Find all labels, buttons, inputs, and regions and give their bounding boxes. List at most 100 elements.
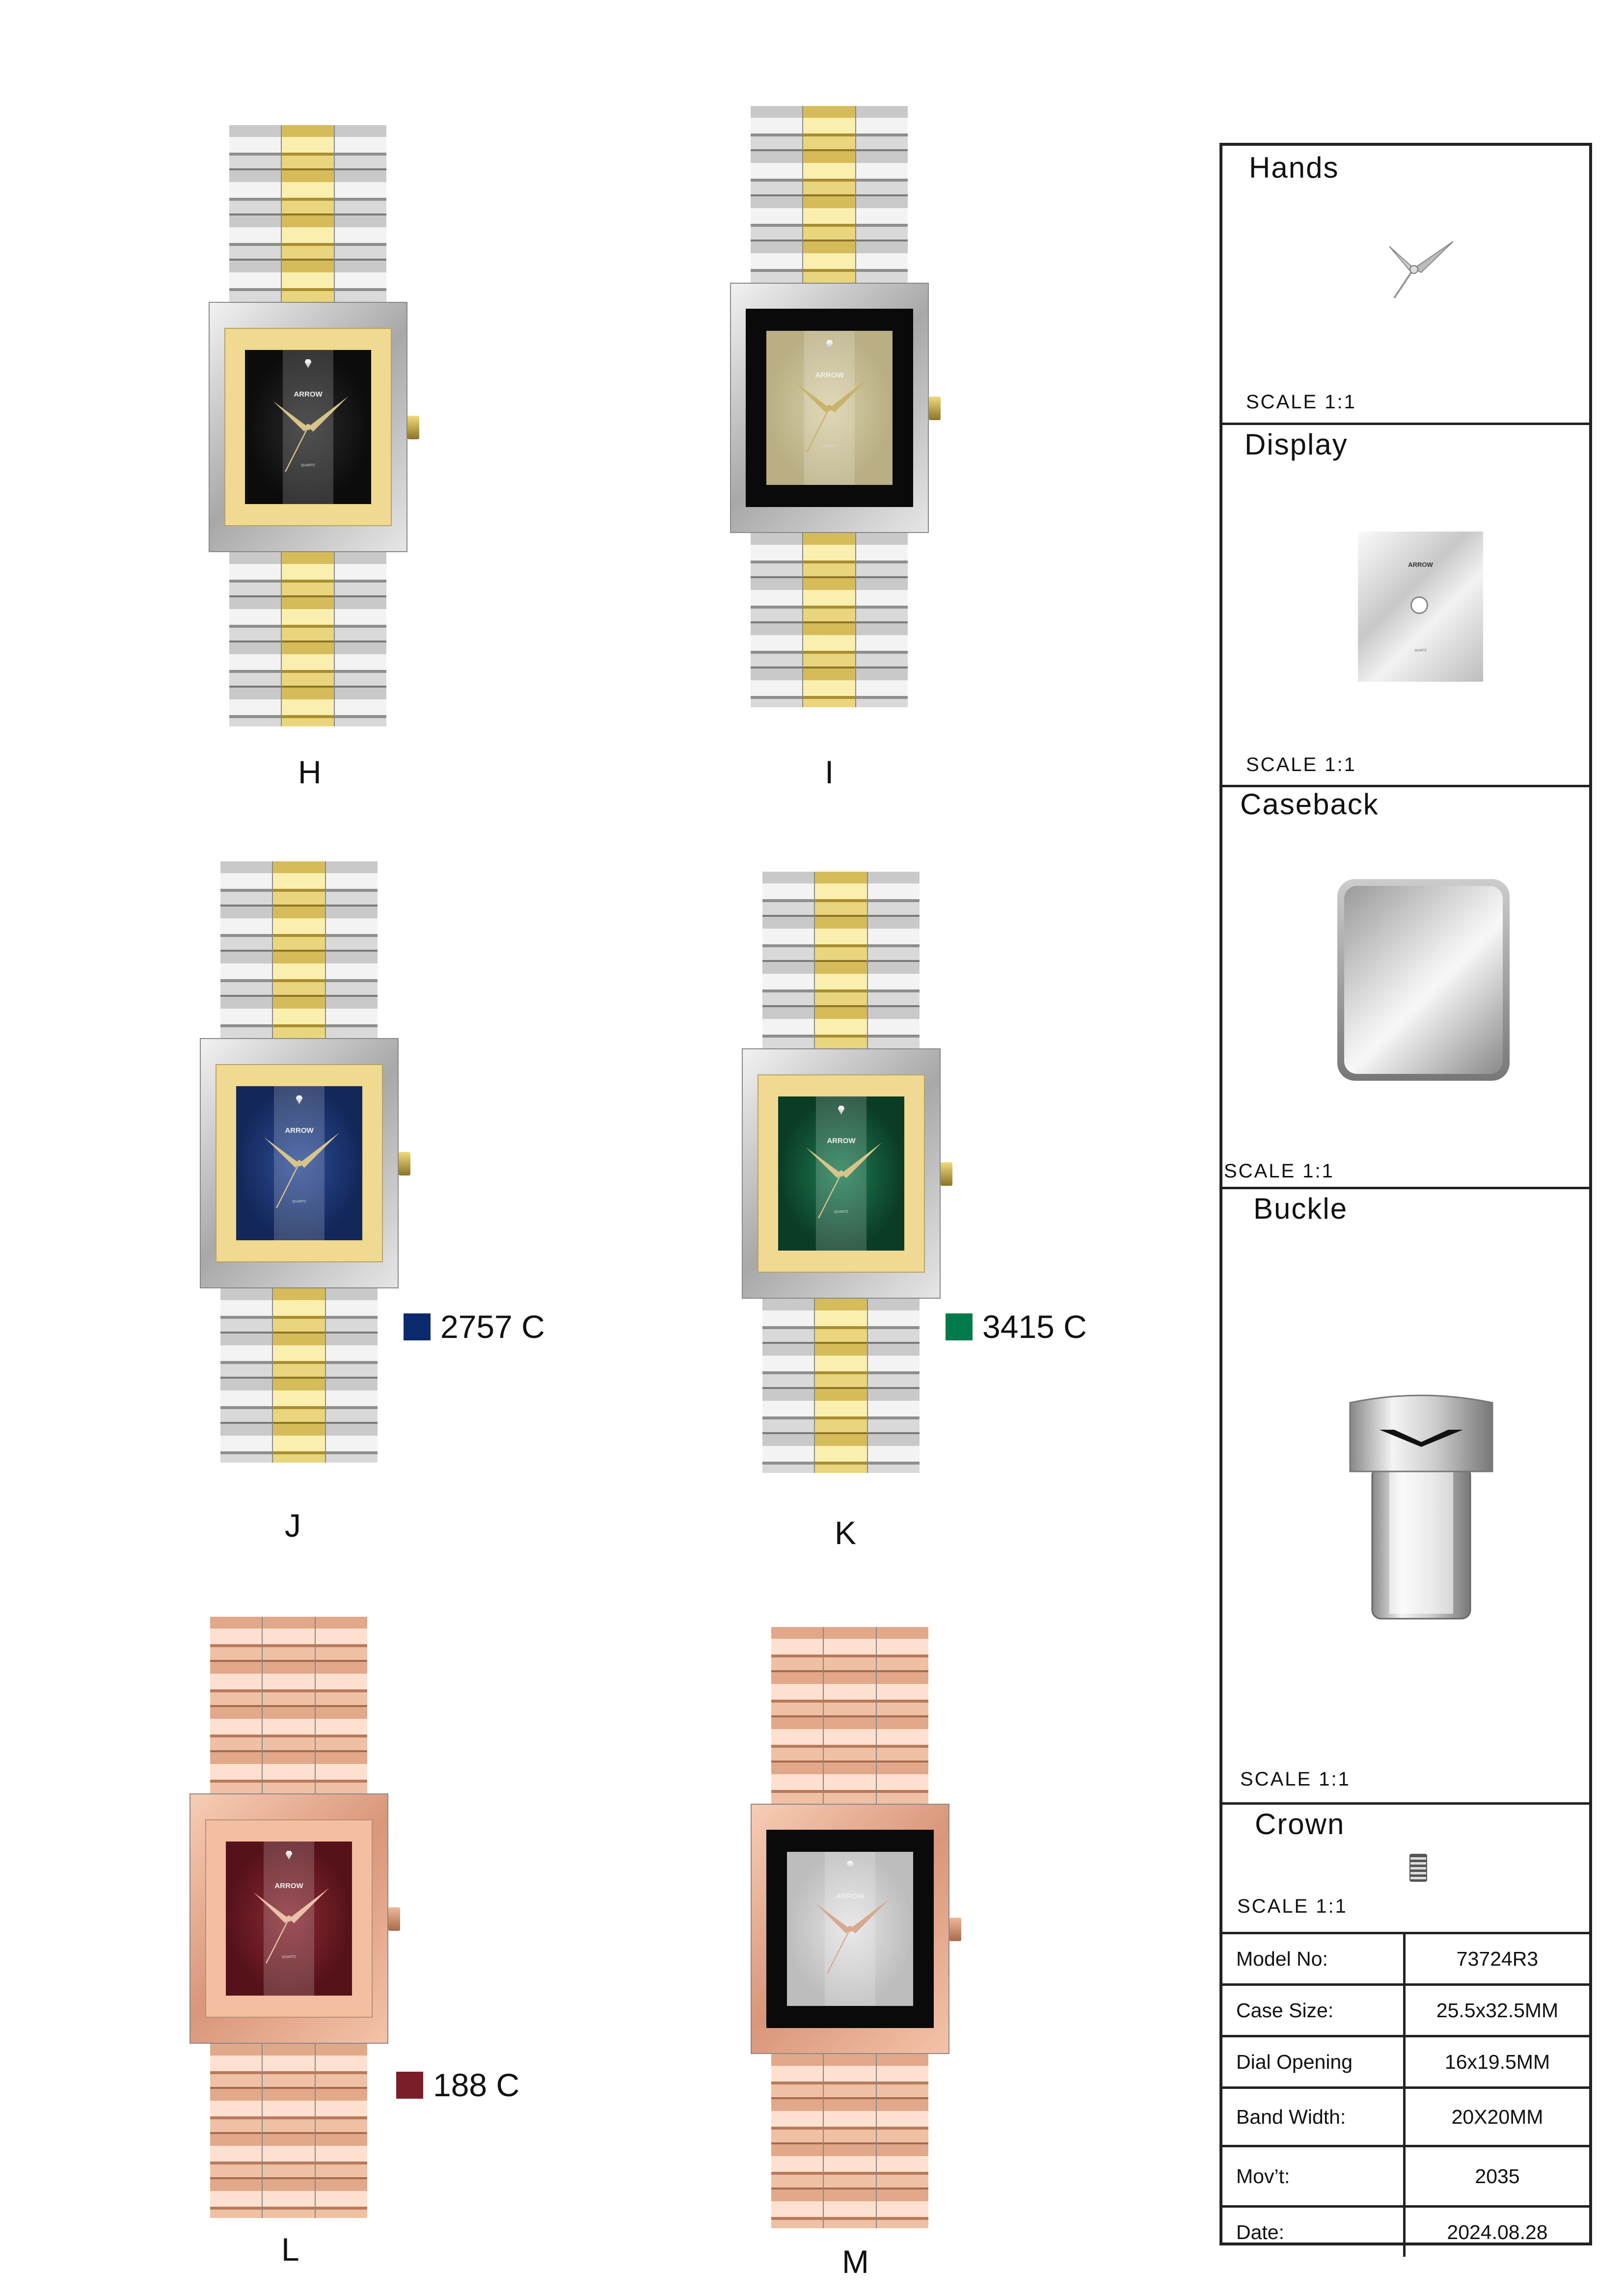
dial-text: QUARTZ (843, 1966, 857, 1970)
dial-brand: ARROW (294, 390, 323, 399)
watch-case: ARROW QUARTZ (200, 1038, 410, 1288)
scale-label: SCALE 1:1 (1246, 391, 1356, 413)
pantone-swatch-blue: 2757 C (404, 1308, 545, 1345)
watch-l: ARROW QUARTZ (189, 1617, 400, 2218)
dial-text: QUARTZ (301, 464, 315, 468)
spec-value: 2035 (1404, 2145, 1589, 2207)
bracelet-top (762, 872, 920, 1048)
watch-case: ARROW QUARTZ (730, 283, 941, 533)
spec-value: 20X20MM (1404, 2086, 1589, 2146)
dial-text: QUARTZ (1414, 649, 1427, 652)
buckle-icon (1349, 1394, 1493, 1620)
bracelet-top (771, 1627, 928, 1804)
dial-brand: ARROW (827, 1136, 856, 1145)
watch-crown (407, 416, 419, 439)
spec-table: Model No:73724R3 Case Size:25.5x32.5MM D… (1222, 1932, 1589, 2257)
watch-dial: ARROW QUARTZ (236, 1086, 362, 1240)
spec-value: 73724R3 (1404, 1932, 1589, 1985)
dial-frame: ARROW QUARTZ (766, 1830, 934, 2028)
scale-label: SCALE 1:1 (1240, 1768, 1351, 1790)
watch-case: ARROW QUARTZ (189, 1793, 400, 2044)
watch-hands-icon (794, 377, 870, 453)
dial-frame: ARROW QUARTZ (224, 328, 392, 526)
watch-label-m: M (842, 2243, 869, 2280)
dial-text: QUARTZ (292, 1200, 306, 1204)
pantone-code: 2757 C (440, 1308, 545, 1345)
watch-hands-icon (806, 1143, 882, 1219)
bracelet-bot (220, 1288, 378, 1463)
table-row: Mov’t:2035 (1222, 2145, 1589, 2207)
pantone-swatch-red: 188 C (396, 2066, 519, 2104)
watch-i: ARROW QUARTZ (730, 106, 941, 707)
spec-value: 25.5x32.5MM (1404, 1983, 1589, 2036)
watch-dial: ARROW QUARTZ (778, 1096, 904, 1251)
spec-key: Date: (1222, 2205, 1406, 2257)
crown-icon (1409, 1854, 1427, 1882)
watch-crown (949, 1918, 961, 1941)
section-hands: Hands SCALE 1:1 (1222, 146, 1589, 425)
section-title: Hands (1249, 151, 1339, 184)
spec-key: Case Size: (1222, 1983, 1406, 2036)
watch-case: ARROW QUARTZ (751, 1804, 961, 2054)
pantone-swatch-green: 3415 C (946, 1308, 1087, 1345)
dial-frame: ARROW QUARTZ (205, 1819, 373, 2018)
pantone-code: 3415 C (982, 1308, 1087, 1345)
section-title: Crown (1255, 1808, 1345, 1841)
watch-label-l: L (281, 2231, 299, 2268)
section-title: Display (1245, 428, 1348, 461)
watch-label-i: I (825, 754, 834, 790)
watch-h: ARROW QUARTZ (209, 125, 419, 726)
spec-key: Mov’t: (1222, 2145, 1406, 2207)
dial-brand: ARROW (1408, 561, 1433, 568)
watch-case: ARROW QUARTZ (209, 302, 419, 552)
spec-key: Dial Opening (1222, 2035, 1406, 2088)
bracelet-top (751, 106, 908, 283)
watch-dial: ARROW QUARTZ (787, 1852, 913, 2006)
bracelet-bot (751, 533, 908, 707)
dial-brand: ARROW (285, 1126, 314, 1135)
watch-hands-icon (272, 396, 349, 472)
color-chip (946, 1313, 973, 1340)
dial-text: QUARTZ (834, 1210, 848, 1214)
dial-text: QUARTZ (822, 445, 837, 449)
scale-label: SCALE 1:1 (1246, 754, 1356, 775)
watch-label-k: K (835, 1515, 857, 1551)
watch-hands-icon (253, 1888, 329, 1964)
table-row: Date:2024.08.28 (1222, 2205, 1589, 2257)
spec-key: Band Width: (1222, 2086, 1406, 2146)
dial-brand: ARROW (836, 1892, 865, 1900)
hands-icon (1389, 241, 1454, 299)
watch-j: ARROW QUARTZ (200, 861, 410, 1463)
watch-m: ARROW QUARTZ (751, 1627, 961, 2228)
watch-dial: ARROW QUARTZ (766, 331, 893, 485)
caseback-image (1337, 879, 1510, 1081)
spec-value: 2024.08.28 (1404, 2205, 1589, 2257)
pantone-code: 188 C (433, 2067, 520, 2103)
color-chip (404, 1313, 431, 1340)
dial-frame: ARROW QUARTZ (746, 309, 913, 507)
watch-crown (388, 1907, 400, 1931)
section-title: Caseback (1240, 788, 1379, 821)
bracelet-bot (762, 1299, 920, 1473)
bracelet-bot (210, 2044, 367, 2218)
watch-hands-icon (814, 1898, 891, 1974)
watch-crown (941, 1162, 952, 1186)
watch-crown (399, 1152, 410, 1175)
table-row: Band Width:20X20MM (1222, 2086, 1589, 2146)
section-display: Display ARROW QUARTZ SCALE 1:1 (1222, 423, 1589, 787)
watch-k: ARROW QUARTZ (742, 872, 952, 1473)
color-chip (396, 2071, 423, 2099)
section-caseback: Caseback SCALE 1:1 (1222, 785, 1589, 1189)
spec-value: 16x19.5MM (1404, 2035, 1589, 2088)
watch-label-h: H (298, 754, 322, 790)
scale-label: SCALE 1:1 (1237, 1896, 1348, 1917)
dial-brand: ARROW (815, 371, 844, 379)
dial-brand: ARROW (274, 1881, 303, 1890)
bracelet-bot (771, 2054, 928, 2228)
watch-crown (929, 397, 941, 420)
section-crown: Crown SCALE 1:1 (1222, 1802, 1589, 1932)
dial-center-icon (1410, 596, 1428, 614)
table-row: Model No:73724R3 (1222, 1932, 1589, 1985)
bracelet-top (229, 125, 386, 302)
bracelet-bot (229, 552, 386, 726)
